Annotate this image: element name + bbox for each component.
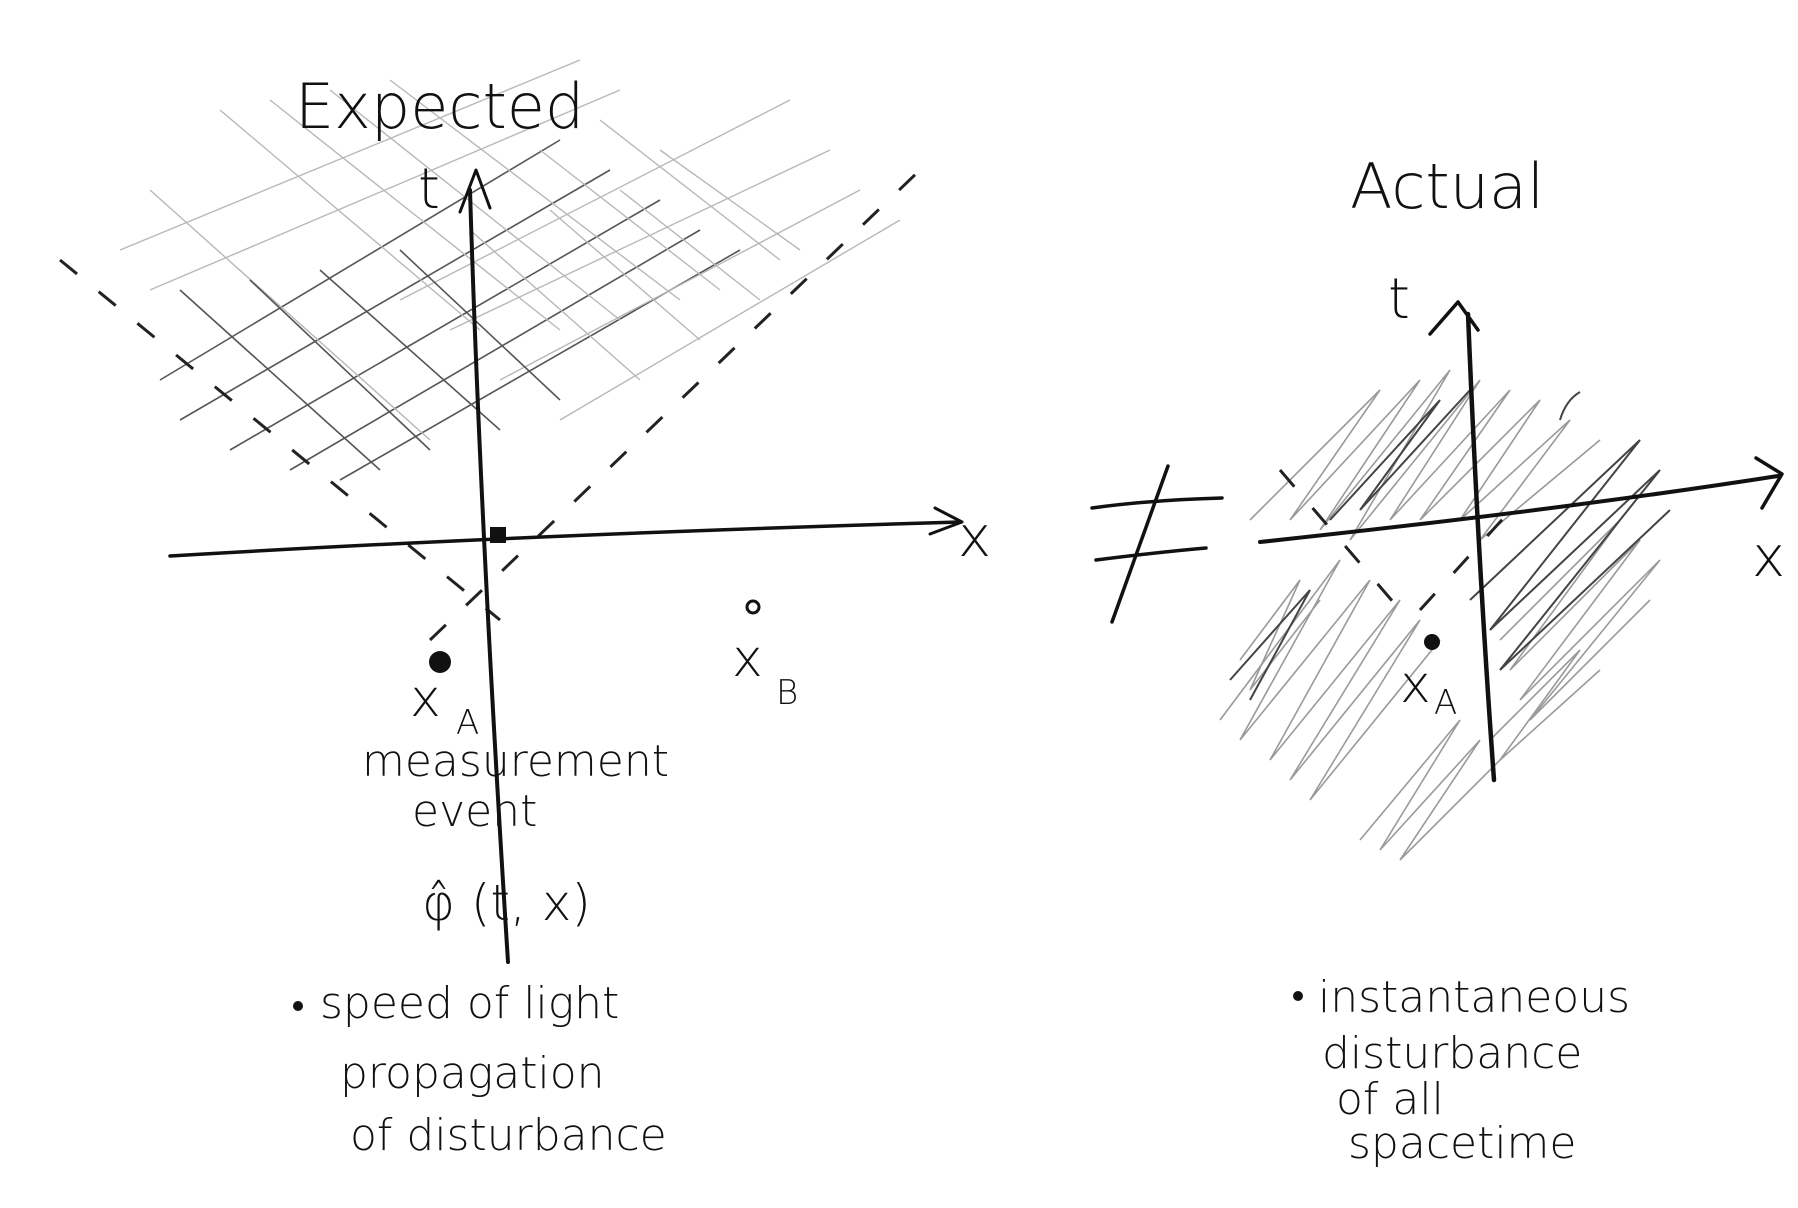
expected-title: Expected [295, 70, 584, 143]
expected-panel: Expected t x x A x B measurement event φ… [59, 59, 991, 1161]
actual-event-a-label: x [1400, 655, 1431, 715]
actual-x-axis-label: x [1752, 525, 1785, 590]
event-b-dot [745, 599, 761, 615]
bullet-icon [293, 1001, 303, 1011]
expected-note-line-1: speed of light [320, 978, 619, 1029]
actual-event-a-dot [1424, 634, 1440, 650]
event-a-dot [429, 651, 451, 673]
actual-axes [1258, 300, 1784, 783]
actual-panel: Actual t x x A instantaneous disturbance… [1219, 150, 1785, 1169]
actual-note-line-3: of all [1336, 1074, 1444, 1125]
origin-marker [490, 527, 506, 543]
expected-note: speed of light propagation of disturbanc… [293, 978, 667, 1161]
expected-axes [168, 168, 964, 964]
event-caption: event [412, 786, 537, 837]
event-a-label: x [410, 669, 441, 729]
expected-note-line-2: propagation [340, 1048, 605, 1099]
light-cone [59, 168, 922, 642]
x-axis-label: x [958, 505, 991, 570]
measurement-caption: measurement [362, 736, 669, 787]
not-equal-sign [1090, 464, 1224, 624]
bullet-icon [1293, 991, 1303, 1001]
actual-note: instantaneous disturbance of all spaceti… [1293, 972, 1630, 1169]
field-operator: φ̂ (t, x) [422, 874, 591, 932]
event-a: x A [410, 651, 479, 743]
actual-event-a: x A [1400, 634, 1457, 723]
actual-note-line-2: disturbance [1322, 1028, 1582, 1079]
spacetime-disturbance-shading [1219, 369, 1671, 861]
actual-t-axis-label: t [1388, 267, 1410, 332]
event-b: x B [732, 599, 798, 713]
actual-title: Actual [1350, 150, 1544, 223]
event-b-subscript: B [776, 673, 798, 713]
event-a-subscript: A [456, 703, 479, 743]
actual-light-cone [1278, 469, 1522, 612]
event-b-label: x [732, 629, 763, 689]
future-light-cone-grid [119, 59, 901, 481]
actual-note-line-4: spacetime [1348, 1118, 1577, 1169]
expected-note-line-3: of disturbance [350, 1110, 667, 1161]
t-axis-label: t [418, 157, 440, 222]
actual-note-line-1: instantaneous [1318, 972, 1630, 1023]
not-equal-symbol-text: ≠ [0, 0, 1, 1]
actual-event-a-subscript: A [1434, 683, 1457, 723]
